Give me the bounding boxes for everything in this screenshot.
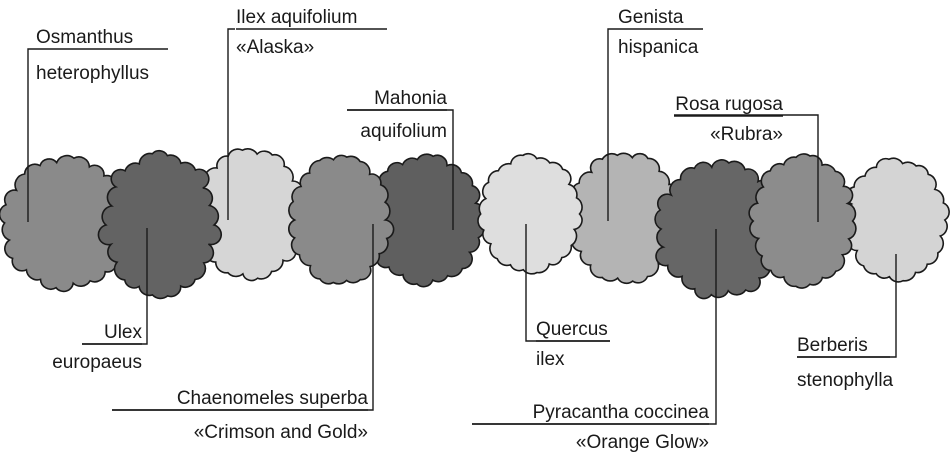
- shrub-chaenomeles: [289, 155, 394, 283]
- shrub-row: [0, 149, 949, 299]
- label-quercus-line2: ilex: [536, 349, 565, 370]
- shrub-rosa: [749, 154, 856, 288]
- label-ulex-line2: europaeus: [52, 352, 142, 373]
- shrub-quercus: [478, 154, 582, 274]
- label-genista-line2: hispanica: [618, 37, 699, 58]
- label-berberis-line2: stenophylla: [797, 370, 894, 391]
- label-pyracantha-line1: Pyracantha coccinea: [533, 402, 710, 423]
- shrub-ulex: [98, 151, 221, 299]
- label-mahonia-line2: aquifolium: [360, 121, 447, 142]
- label-ilex-aqui-line1: Ilex aquifolium: [236, 7, 357, 28]
- label-chaenomeles-line2: «Crimson and Gold»: [194, 422, 368, 443]
- label-osmanthus-line2: heterophyllus: [36, 63, 149, 84]
- label-chaenomeles-line1: Chaenomeles superba: [177, 388, 369, 409]
- label-mahonia-line1: Mahonia: [374, 88, 447, 109]
- label-osmanthus-line1: Osmanthus: [36, 27, 133, 48]
- label-rosa-line1: Rosa rugosa: [675, 94, 783, 115]
- label-ilex-aqui-line2: «Alaska»: [236, 37, 314, 58]
- label-berberis-line1: Berberis: [797, 335, 868, 356]
- label-pyracantha-line2: «Orange Glow»: [576, 432, 709, 453]
- label-quercus-line1: Quercus: [536, 319, 608, 340]
- label-genista-line1: Genista: [618, 7, 684, 28]
- label-rosa-line2: «Rubra»: [710, 124, 783, 145]
- label-ulex-line1: Ulex: [104, 322, 143, 343]
